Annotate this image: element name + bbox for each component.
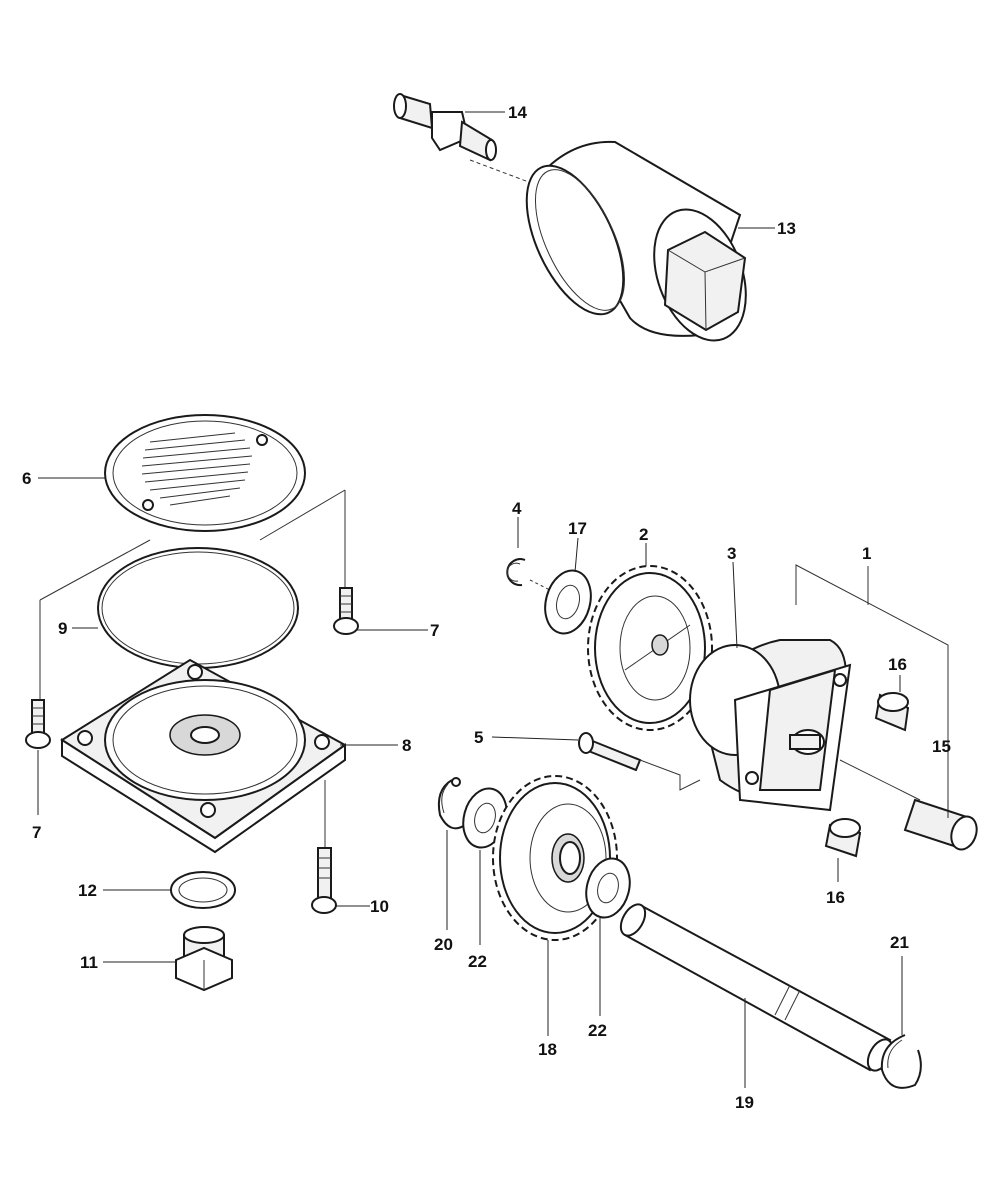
callout-7-right: 7 (430, 621, 439, 640)
callout-6: 6 (22, 469, 31, 488)
callout-9: 9 (58, 619, 67, 638)
part-2-gear (587, 565, 713, 731)
callout-20: 20 (434, 935, 453, 954)
callout-17: 17 (568, 519, 587, 538)
callout-12: 12 (78, 881, 97, 900)
part-22-washer-right (585, 857, 631, 919)
part-9-o-ring (97, 547, 299, 669)
part-15-sleeve (903, 798, 978, 851)
part-14-stud (393, 93, 497, 162)
part-22-washer-left (462, 787, 508, 849)
part-10-bolt (311, 780, 337, 914)
callout-22-left: 22 (468, 952, 487, 971)
callout-8: 8 (402, 736, 411, 755)
part-16-dowel-lower (824, 818, 862, 858)
callout-10: 10 (370, 897, 389, 916)
callout-14: 14 (508, 103, 527, 122)
callout-5: 5 (474, 728, 483, 747)
callout-18: 18 (538, 1040, 557, 1059)
part-11-drain-plug (175, 926, 233, 992)
callout-4: 4 (512, 499, 522, 518)
part-21-circlip (880, 1034, 922, 1089)
callout-11: 11 (80, 953, 98, 972)
callout-7-left: 7 (32, 823, 41, 842)
callout-1: 1 (862, 544, 871, 563)
callout-labels: 14 13 6 9 7 7 8 10 12 11 4 17 2 3 1 5 16… (22, 103, 951, 1112)
part-16-dowel-upper (874, 692, 910, 732)
part-4-clip (506, 558, 526, 587)
pump-group-bracket (795, 564, 949, 800)
part-1-pump-body (689, 639, 852, 812)
part-20-circlip (437, 777, 466, 830)
oil-filter-assembly (393, 93, 747, 342)
callout-19: 19 (735, 1093, 754, 1112)
part-12-gasket (170, 871, 236, 909)
leader-lines (37, 111, 949, 1088)
callout-22-right: 22 (588, 1021, 607, 1040)
callout-15: 15 (932, 737, 951, 756)
part-13-oil-filter (525, 140, 747, 342)
part-5-screw (578, 732, 642, 772)
callout-13: 13 (777, 219, 796, 238)
part-19-shaft (619, 903, 894, 1072)
part-8-cover (60, 658, 347, 854)
callout-21: 21 (890, 933, 909, 952)
callout-3: 3 (727, 544, 736, 563)
part-7-bolt-left (25, 600, 51, 749)
part-17-washer (544, 569, 592, 635)
callout-16-lower: 16 (826, 888, 845, 907)
callout-2: 2 (639, 525, 648, 544)
part-6-strainer (39, 414, 346, 601)
part-7-bolt-right (333, 587, 359, 635)
callout-16-upper: 16 (888, 655, 907, 674)
